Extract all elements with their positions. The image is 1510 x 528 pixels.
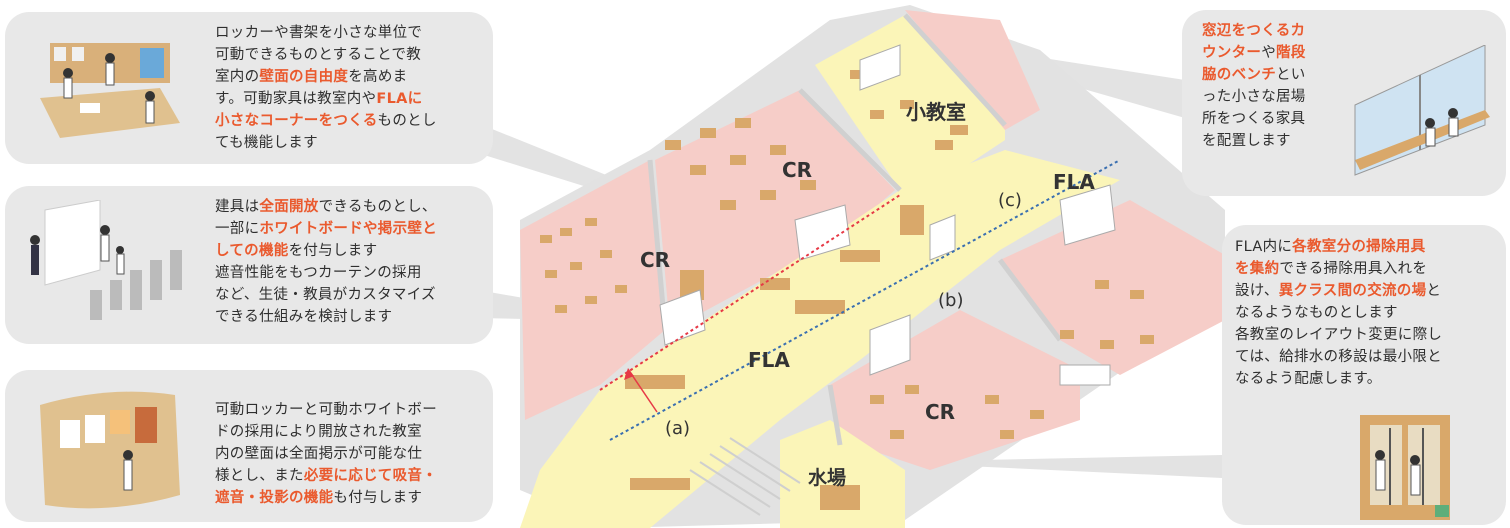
blue-dotted-line — [609, 159, 1121, 441]
red-arrow-head — [624, 368, 634, 380]
callout-window-counter-text: 窓辺をつくるカ ウンターや階段 脇のベンチとい った小さな居場 所をつくる家具 … — [1202, 23, 1306, 149]
plan-label-cr-left: CR — [640, 248, 671, 272]
movable-furniture-illustration — [40, 43, 180, 138]
red-arrow — [629, 371, 658, 413]
callout-whiteboard-doors-text: 建具は全面開放できるものとし、 一部にホワイトボードや掲示壁と しての機能を付与… — [215, 199, 438, 325]
whiteboards — [659, 44, 1116, 386]
callout-movable-furniture — [5, 12, 493, 164]
marker-b: (b) — [938, 290, 964, 311]
fla-corridor-floor — [520, 150, 1120, 528]
top-right-room-floor — [905, 10, 1040, 130]
callout-movable-furniture-text: ロッカーや書架を小さな単位で 可動できるものとすることで教 室内の壁面の自由度を… — [215, 25, 437, 151]
plan-label-fla-center: FLA — [748, 348, 790, 372]
classroom-left-floor — [520, 160, 665, 420]
window-counter-illustration — [1354, 45, 1490, 176]
stairs — [689, 437, 801, 516]
plan-label-cr-center: CR — [782, 158, 813, 182]
plan-label-water: 水場 — [808, 467, 847, 489]
plan-label-fla-top: FLA — [1053, 170, 1095, 194]
plan-label-small-classroom: 小教室 — [906, 100, 966, 124]
whiteboard-class-illustration — [30, 200, 182, 320]
bulletin-wall-illustration — [40, 391, 180, 509]
cleaning-locker-illustration — [1360, 415, 1450, 520]
marker-c: (c) — [998, 190, 1022, 211]
building — [520, 5, 1225, 528]
callout-bulletin-wall-text: 可動ロッカーと可動ホワイトボー ドの採用により開放された教室 内の壁面は全面掲示… — [215, 402, 438, 506]
callout-cleaning-locker-text: FLA内に各教室分の掃除用具 を集約できる掃除用具入れを 設け、異クラス間の交流… — [1235, 239, 1443, 387]
water-area-floor — [780, 420, 905, 528]
marker-a: (a) — [665, 418, 691, 439]
classroom-center-floor — [655, 90, 895, 330]
plan-label-cr-bottom: CR — [925, 400, 956, 424]
classroom-desks — [540, 60, 1154, 510]
